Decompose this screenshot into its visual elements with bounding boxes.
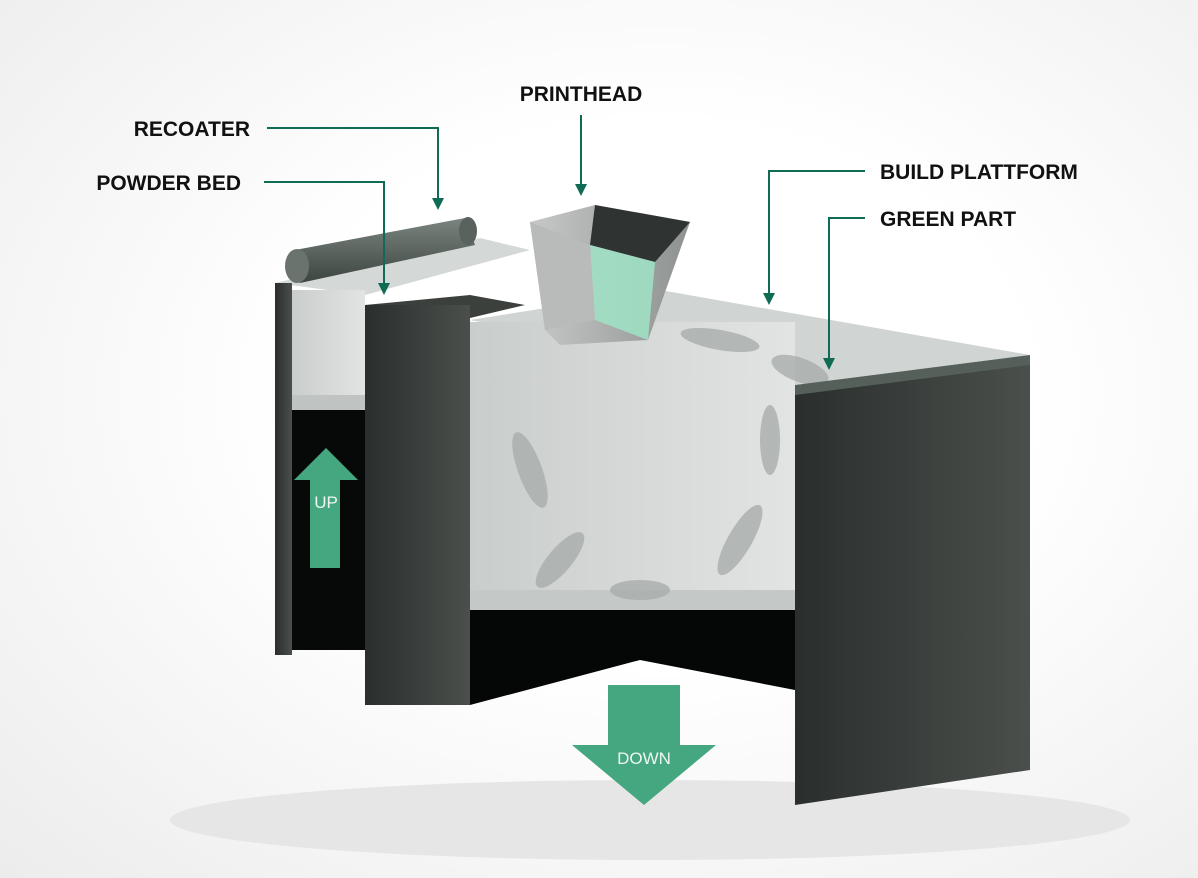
printhead [530, 205, 690, 345]
down-arrow-icon: DOWN [572, 685, 716, 805]
right-wall [795, 355, 1030, 805]
build-platform-leader [768, 170, 865, 295]
recoater-label: RECOATER [134, 118, 250, 141]
leader-lines [264, 115, 865, 360]
build-platform-label: BUILD PLATTFORM [880, 161, 1078, 184]
recoater-leader [267, 127, 439, 198]
build-chamber [470, 290, 1030, 705]
leader-arrowheads [378, 184, 835, 370]
up-arrow-icon: UP [294, 448, 358, 568]
floor-shadow [170, 780, 1130, 860]
front-pillar [365, 295, 525, 705]
printhead-label: PRINTHEAD [520, 83, 643, 106]
powder-bed-label: POWDER BED [96, 172, 241, 195]
powder-supply-chamber [275, 238, 530, 655]
green-part [512, 327, 829, 600]
up-label: UP [314, 493, 338, 512]
down-label: DOWN [617, 749, 671, 768]
green-part-label: GREEN PART [880, 208, 1016, 231]
powder-bed-leader [264, 181, 385, 283]
green-part-leader [828, 217, 865, 360]
